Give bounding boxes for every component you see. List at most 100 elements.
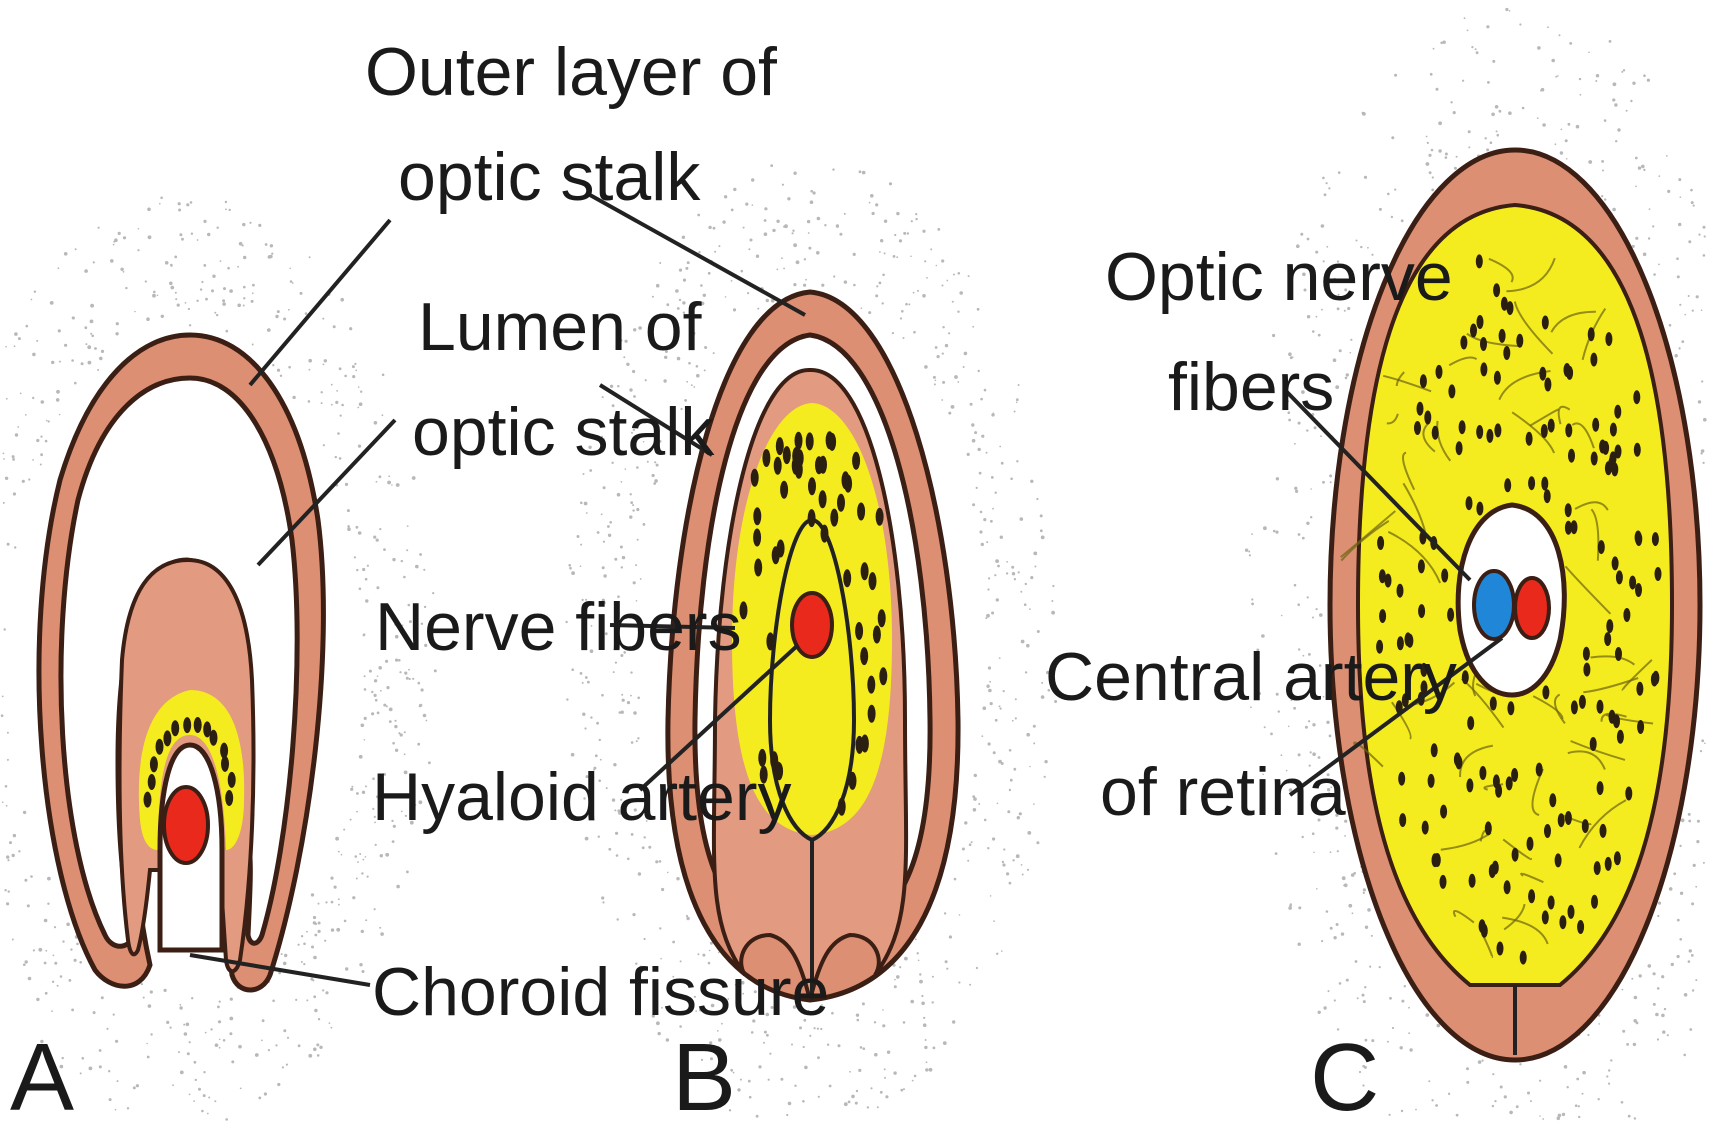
stipple-dot [1689,949,1692,952]
stipple-dot [1696,295,1699,298]
nucleus [1615,647,1622,661]
nucleus [1536,763,1543,777]
stipple-dot [305,312,308,315]
stipple-dot [1387,1041,1389,1043]
stipple-dot [995,492,997,494]
stipple-dot [231,1060,234,1063]
stipple-dot [1318,334,1321,337]
stipple-dot [238,1045,242,1049]
stipple-dot [193,1100,195,1102]
stipple-dot [772,229,775,232]
stipple-dot [1634,1117,1636,1119]
stipple-dot [1312,617,1314,619]
stipple-dot [1561,129,1563,131]
stipple-dot [75,248,77,250]
stipple-dot [48,420,50,422]
stipple-dot [1658,264,1660,266]
stipple-dot [748,1080,751,1083]
stipple-dot [323,444,325,446]
nucleus [796,449,804,467]
stipple-dot [620,546,623,549]
stipple-dot [988,577,990,579]
stipple-dot [964,821,967,824]
stipple-dot [1693,205,1695,207]
stipple-dot [308,400,311,403]
nucleus [1379,569,1386,583]
stipple-dot [277,1083,280,1086]
stipple-dot [1623,69,1625,71]
stipple-dot [358,386,360,388]
nucleus [815,456,823,474]
stipple-dot [50,301,54,305]
stipple-dot [942,285,944,287]
stipple-dot [143,997,145,999]
stipple-dot [134,311,136,313]
stipple-dot [1326,910,1329,913]
stipple-dot [123,236,126,239]
stipple-dot [280,375,282,377]
stipple-dot [344,375,347,378]
stipple-dot [1009,882,1012,885]
stipple-dot [1,714,4,717]
stipple-dot [25,414,27,416]
stipple-dot [1369,965,1371,967]
stipple-dot [26,325,29,328]
stipple-dot [875,294,878,297]
stipple-dot [1295,490,1298,493]
stipple-dot [986,541,988,543]
stipple-dot [395,749,398,752]
stipple-dot [1408,1032,1410,1034]
stipple-dot [987,847,989,849]
stipple-dot [918,960,920,962]
stipple-dot [1537,117,1539,119]
stipple-dot [900,317,902,319]
nucleus [1503,346,1510,360]
stipple-dot [415,565,419,569]
stipple-dot [874,1021,876,1023]
stipple-dot [2,801,4,803]
stipple-dot [698,251,700,253]
stipple-dot [64,344,67,347]
stipple-dot [885,1095,888,1098]
stipple-dot [1610,1059,1612,1061]
nucleus [1637,720,1644,734]
stipple-dot [1700,452,1702,454]
stipple-dot [216,314,218,316]
stipple-dot [319,1046,322,1049]
stipple-dot [853,284,856,287]
stipple-dot [924,1046,927,1049]
nucleus [210,730,218,746]
stipple-dot [870,1087,872,1089]
stipple-dot [776,220,779,223]
stipple-dot [985,617,987,619]
nucleus [1420,374,1427,388]
stipple-dot [189,1041,191,1043]
stipple-dot [147,208,151,212]
stipple-dot [148,1004,152,1008]
stipple-dot [1559,34,1561,36]
stipple-dot [1281,615,1283,617]
stipple-dot [661,888,664,891]
stipple-dot [1601,195,1603,197]
stipple-dot [1468,146,1470,148]
stipple-dot [1433,48,1435,50]
stipple-dot [1037,630,1040,633]
stipple-dot [289,268,291,270]
stipple-dot [1394,74,1397,77]
stipple-dot [1701,739,1704,742]
stipple-dot [404,672,407,675]
stipple-dot [170,264,173,267]
stipple-dot [1486,148,1489,151]
stipple-dot [896,975,900,979]
stipple-dot [229,209,231,211]
nucleus [1599,440,1606,454]
stipple-dot [656,284,660,288]
stipple-dot [827,1044,829,1046]
nucleus [849,772,857,790]
stipple-dot [725,296,727,298]
nucleus [1481,924,1488,938]
stipple-dot [613,671,615,673]
stipple-dot [290,280,293,283]
stipple-dot [766,1034,769,1037]
stipple-dot [198,1088,201,1091]
